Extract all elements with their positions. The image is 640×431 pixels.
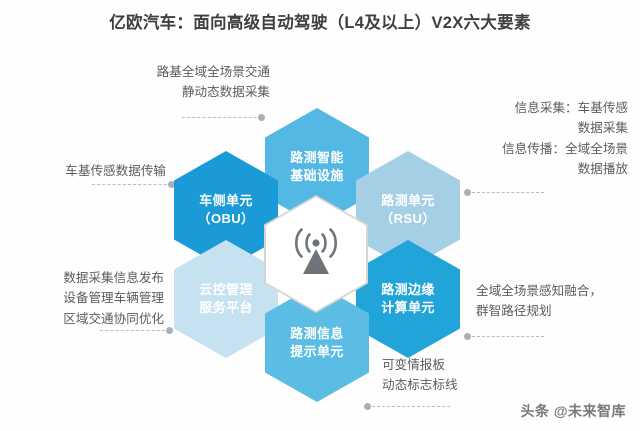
hex-label-line2: 计算单元 <box>381 300 435 315</box>
page-title: 亿欧汽车：面向高级自动驾驶（L4及以上）V2X六大要素 <box>109 14 531 32</box>
connector-dot-top-right <box>464 189 471 196</box>
hex-roadside-edge-computing-unit[interactable]: 路测边缘 计算单元 <box>356 240 460 358</box>
hex-label-line1: 路测边缘 <box>381 281 435 297</box>
hex-label-line2: （RSU） <box>380 211 436 226</box>
note-line: 群智路径规划 <box>476 304 552 319</box>
note-line: 车基传感数据传输 <box>65 164 166 178</box>
connector-dot-bottom-left <box>166 327 173 334</box>
connector-dot-mid-right <box>464 333 471 340</box>
hex-center <box>266 197 366 311</box>
connector-dot-mid-left <box>168 181 175 188</box>
note-line: 数据播放 <box>577 162 628 177</box>
note-line: 区域交通协同优化 <box>63 311 164 326</box>
hex-label-line2: 提示单元 <box>290 344 344 359</box>
note-perception-fusion-planning: 全域全场景感知融合， 群智路径规划 <box>476 281 638 322</box>
note-line: 静动态数据采集 <box>181 85 270 100</box>
note-line: 数据采集 <box>577 121 628 136</box>
connector-top-right <box>472 192 544 194</box>
connector-mid-right <box>472 336 544 338</box>
note-roadbed-data-collection: 路基全域全场景交通 静动态数据采集 <box>20 62 270 103</box>
connector-bottom <box>372 406 450 408</box>
hex-label-line2: （OBU） <box>197 211 255 226</box>
note-cloud-platform-functions: 数据采集信息发布 设备管理车辆管理 区域交通协同优化 <box>12 268 164 329</box>
note-vehicle-sensor-transmission: 车基传感数据传输 <box>16 161 166 181</box>
connector-mid-left <box>92 184 172 186</box>
note-collection-and-broadcast: 信息采集：车基传感 数据采集 信息传播：全域全场景 数据播放 <box>398 98 628 180</box>
note-line: 数据采集信息发布 <box>63 271 164 285</box>
note-line: 信息采集：车基传感 <box>514 101 628 115</box>
note-line: 路基全域全场景交通 <box>156 65 270 79</box>
connector-dot-bottom <box>364 403 371 410</box>
note-line: 全域全场景感知融合， <box>476 284 602 298</box>
watermark: 头条 @未来智库 <box>520 403 626 419</box>
hex-label-line2: 服务平台 <box>199 300 253 315</box>
connector-top-left <box>182 117 262 119</box>
hex-cloud-control-management-platform[interactable]: 云控管理 服务平台 <box>174 240 278 358</box>
hexagon-cluster: 路测智能 基础设施 车侧单元 （OBU） 路测单元 （RSU） 云控管理 服务平… <box>152 108 482 408</box>
note-line: 信息传播：全域全场景 <box>502 141 628 156</box>
hex-label-line1: 车侧单元 <box>199 192 253 208</box>
hex-label-line2: 基础设施 <box>290 168 344 183</box>
note-line: 可变情报板 <box>382 358 445 372</box>
note-variable-message-sign: 可变情报板 动态标志标线 <box>382 355 532 396</box>
hex-label-line1: 路测单元 <box>381 192 435 208</box>
connector-dot-top-left <box>258 114 265 121</box>
connector-bottom-left <box>100 330 170 332</box>
broadcast-signal-icon <box>285 225 347 284</box>
hex-label-line1: 云控管理 <box>199 281 253 297</box>
note-line: 动态标志标线 <box>382 378 458 393</box>
hex-label-line1: 路测智能 <box>290 149 344 165</box>
hex-label-line1: 路测信息 <box>290 325 344 341</box>
note-line: 设备管理车辆管理 <box>63 291 164 306</box>
